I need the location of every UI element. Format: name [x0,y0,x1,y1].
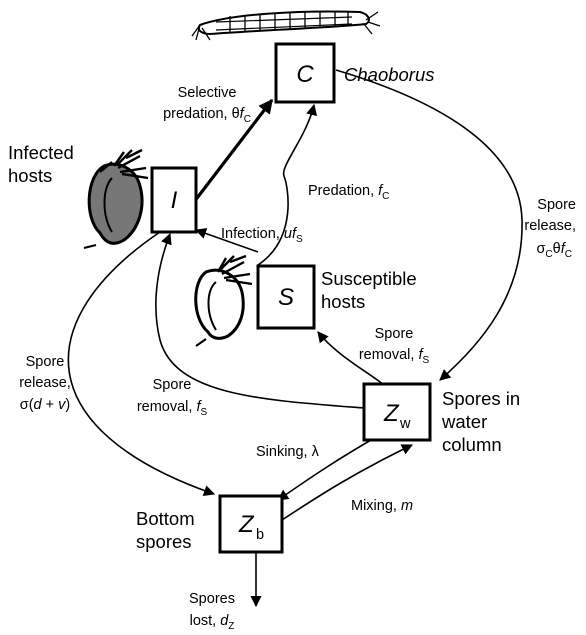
node-spores-water-caption-line1: Spores in [442,388,520,409]
label-infection: Infection, ufS [221,226,303,245]
label-sinking: Sinking, λ [256,444,320,460]
label-spore-release-c-line3: σCθfC [536,241,572,260]
node-susceptible-caption-line1: Susceptible [321,268,417,289]
node-susceptible-caption-line2: hosts [321,291,365,312]
node-bottom-spores-symbol: Z [238,511,255,538]
node-susceptible-symbol: S [278,284,294,311]
node-spores-water-symbol: Z [383,400,400,427]
label-selective-predation-line2: predation, θfC [163,106,251,125]
edge-spore-release-i [68,232,214,494]
label-spore-release-i-line1: Spore [26,354,65,370]
label-mixing: Mixing, m [351,498,413,514]
label-spores-lost-line2: lost, dZ [190,613,235,632]
node-spores-water-sub: w [399,416,411,432]
node-spores-water: Z w [364,384,430,440]
chaoborus-larva-icon [192,12,380,40]
node-infected: I [152,168,196,232]
susceptible-daphnia-icon [196,256,252,346]
node-chaoborus-symbol: C [296,61,314,88]
label-spore-release-c-line1: Spore [537,197,576,213]
label-predation: Predation, fC [308,183,389,202]
node-spores-water-caption-line2: water [441,411,487,432]
node-bottom-spores: Z b [220,496,282,552]
node-spores-water-caption-line3: column [442,434,502,455]
node-infected-caption-line2: hosts [8,165,52,186]
label-spores-lost-line1: Spores [189,591,235,607]
node-chaoborus-caption: Chaoborus [344,64,435,85]
label-spore-removal-s-line1: Spore [375,326,414,342]
label-spore-removal-i-line1: Spore [153,377,192,393]
node-bottom-spores-caption-line2: spores [136,531,192,552]
label-spore-removal-i-line2: removal, fS [137,399,208,418]
label-spore-removal-s-line2: removal, fS [359,347,430,366]
node-chaoborus: C [276,44,334,102]
node-bottom-spores-caption-line1: Bottom [136,508,195,529]
node-susceptible: S [258,266,314,328]
label-spore-release-c-line2: release, [524,218,576,234]
infected-daphnia-icon [84,150,148,248]
node-infected-caption-line1: Infected [8,142,74,163]
node-bottom-spores-sub: b [256,527,264,543]
label-spore-release-i-line3: σ(d + v) [20,397,70,413]
edge-spore-release-c [336,70,522,380]
node-infected-symbol: I [171,187,178,214]
label-spore-release-i-line2: release, [19,375,71,391]
label-selective-predation-line1: Selective [178,85,237,101]
